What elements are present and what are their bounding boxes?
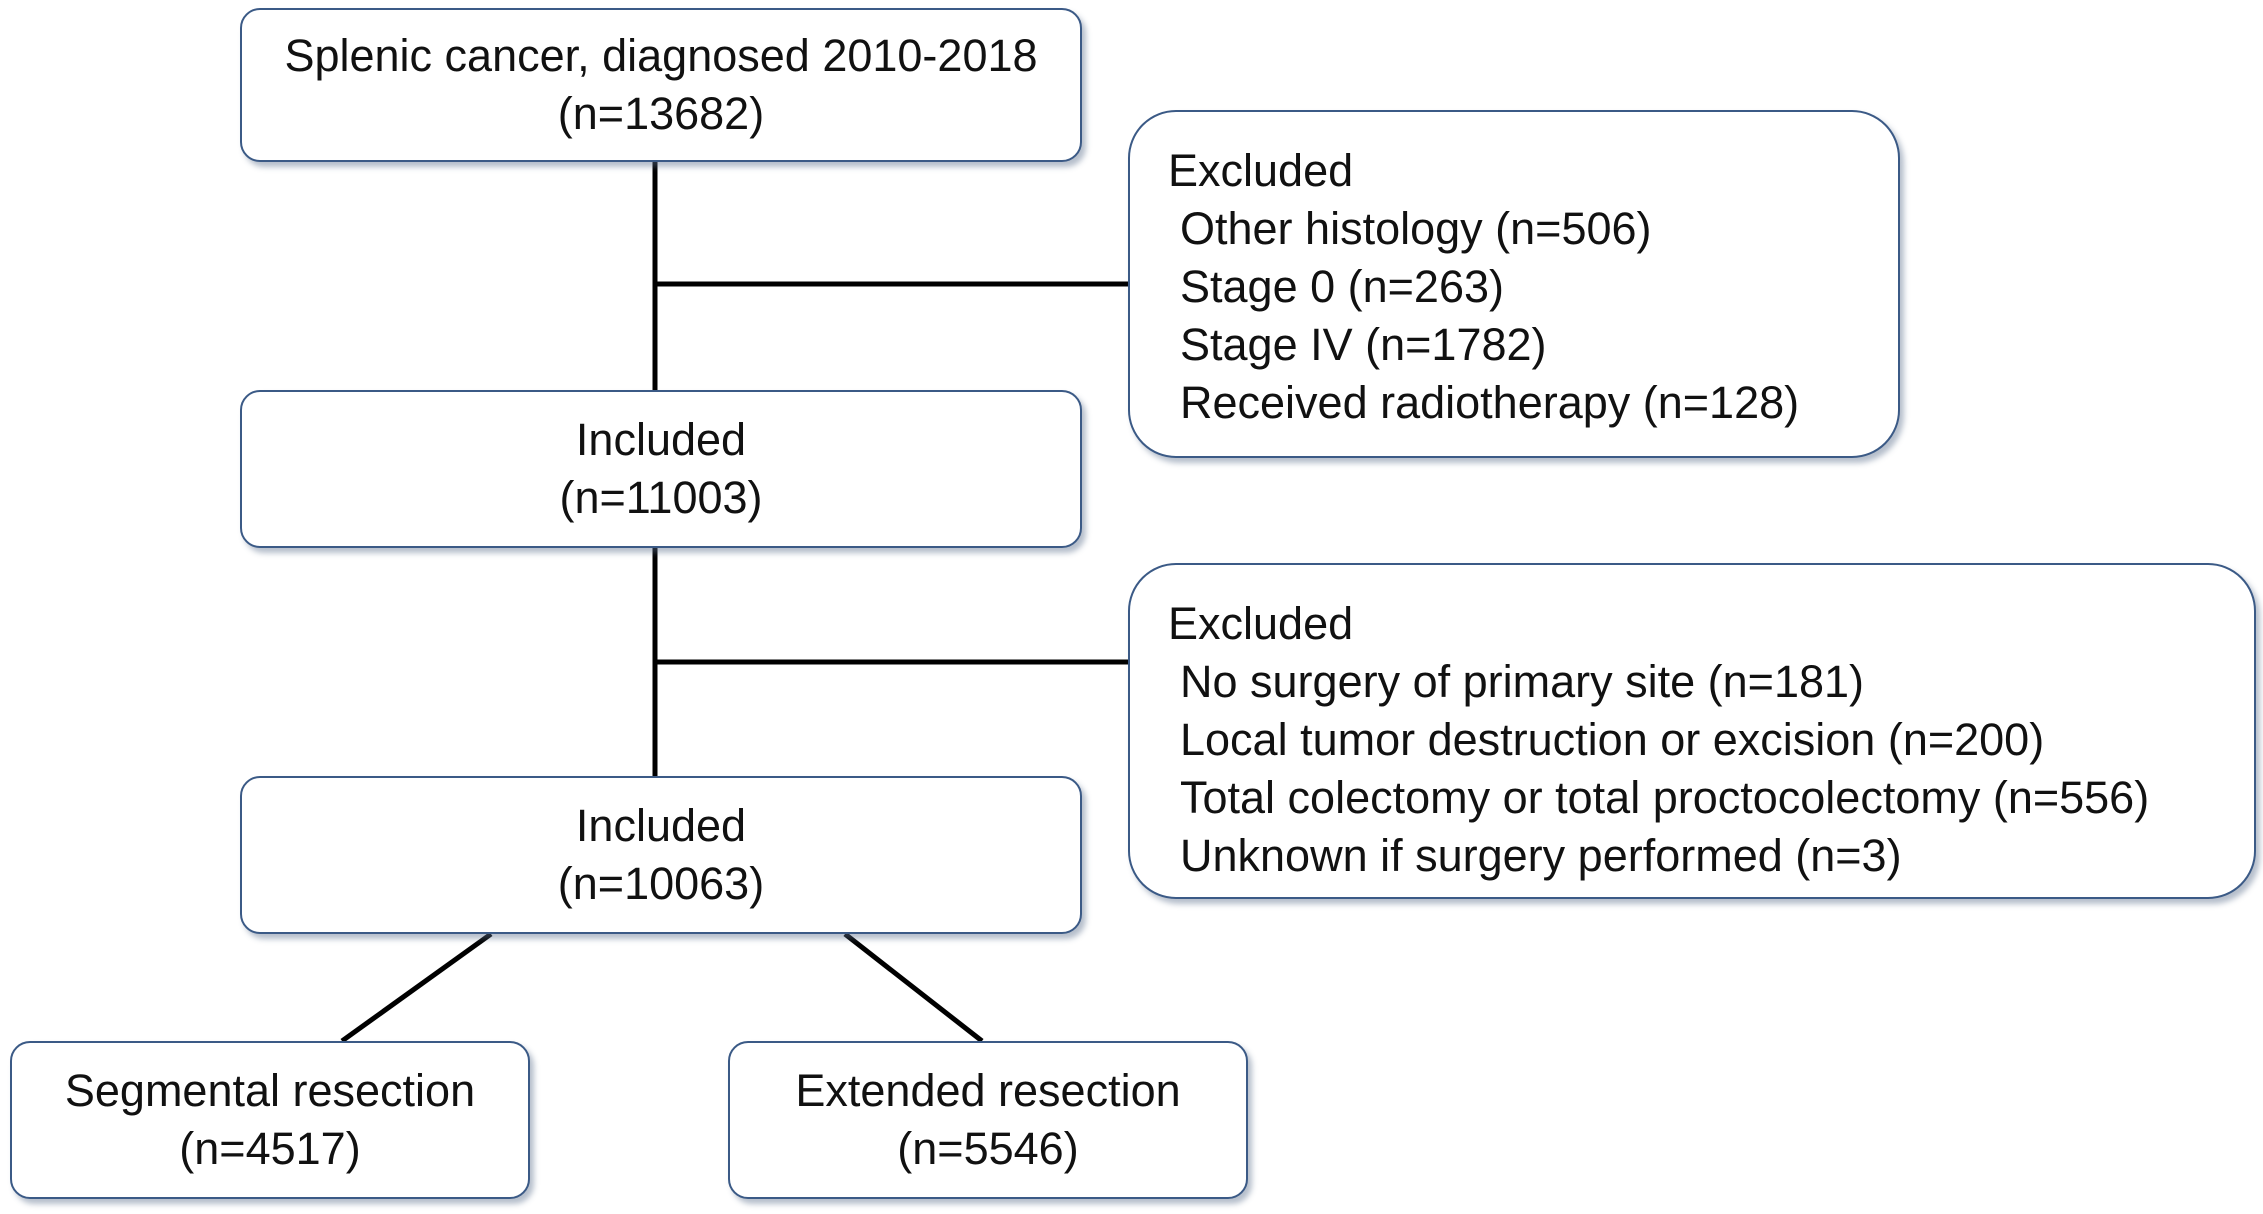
included-2-count: (n=10063)	[557, 858, 765, 909]
included-1-count: (n=11003)	[559, 472, 763, 523]
start-count: (n=13682)	[557, 88, 765, 139]
excluded-1-item: Stage 0 (n=263)	[1180, 261, 1504, 312]
excluded-1-item: Other histology (n=506)	[1180, 203, 1652, 254]
start-title: Splenic cancer, diagnosed 2010-2018	[284, 30, 1038, 81]
excluded-box-2: Excluded No surgery of primary site (n=1…	[1128, 563, 2256, 899]
extended-count: (n=5546)	[897, 1123, 1079, 1174]
connector-to-segmental	[340, 931, 493, 1044]
included-box-1: Included (n=11003)	[240, 390, 1082, 548]
segmental-title: Segmental resection	[64, 1065, 476, 1116]
excluded-1-item: Received radiotherapy (n=128)	[1180, 377, 1800, 428]
included-box-2: Included (n=10063)	[240, 776, 1082, 934]
extended-title: Extended resection	[795, 1065, 1181, 1116]
included-2-title: Included	[575, 800, 747, 851]
extended-resection-box: Extended resection (n=5546)	[728, 1041, 1248, 1199]
excluded-2-item: Unknown if surgery performed (n=3)	[1180, 830, 1902, 881]
excluded-2-item: Total colectomy or total proctocolectomy…	[1180, 772, 2150, 823]
excluded-box-1: Excluded Other histology (n=506) Stage 0…	[1128, 110, 1900, 458]
excluded-2-item: No surgery of primary site (n=181)	[1180, 656, 1865, 707]
excluded-2-item: Local tumor destruction or excision (n=2…	[1180, 714, 2045, 765]
segmental-resection-box: Segmental resection (n=4517)	[10, 1041, 530, 1199]
excluded-2-heading: Excluded	[1168, 598, 1354, 649]
segmental-count: (n=4517)	[179, 1123, 361, 1174]
excluded-1-item: Stage IV (n=1782)	[1180, 319, 1547, 370]
start-box: Splenic cancer, diagnosed 2010-2018 (n=1…	[240, 8, 1082, 162]
excluded-1-heading: Excluded	[1168, 145, 1354, 196]
connector-to-extended	[843, 932, 984, 1043]
included-1-title: Included	[575, 414, 747, 465]
